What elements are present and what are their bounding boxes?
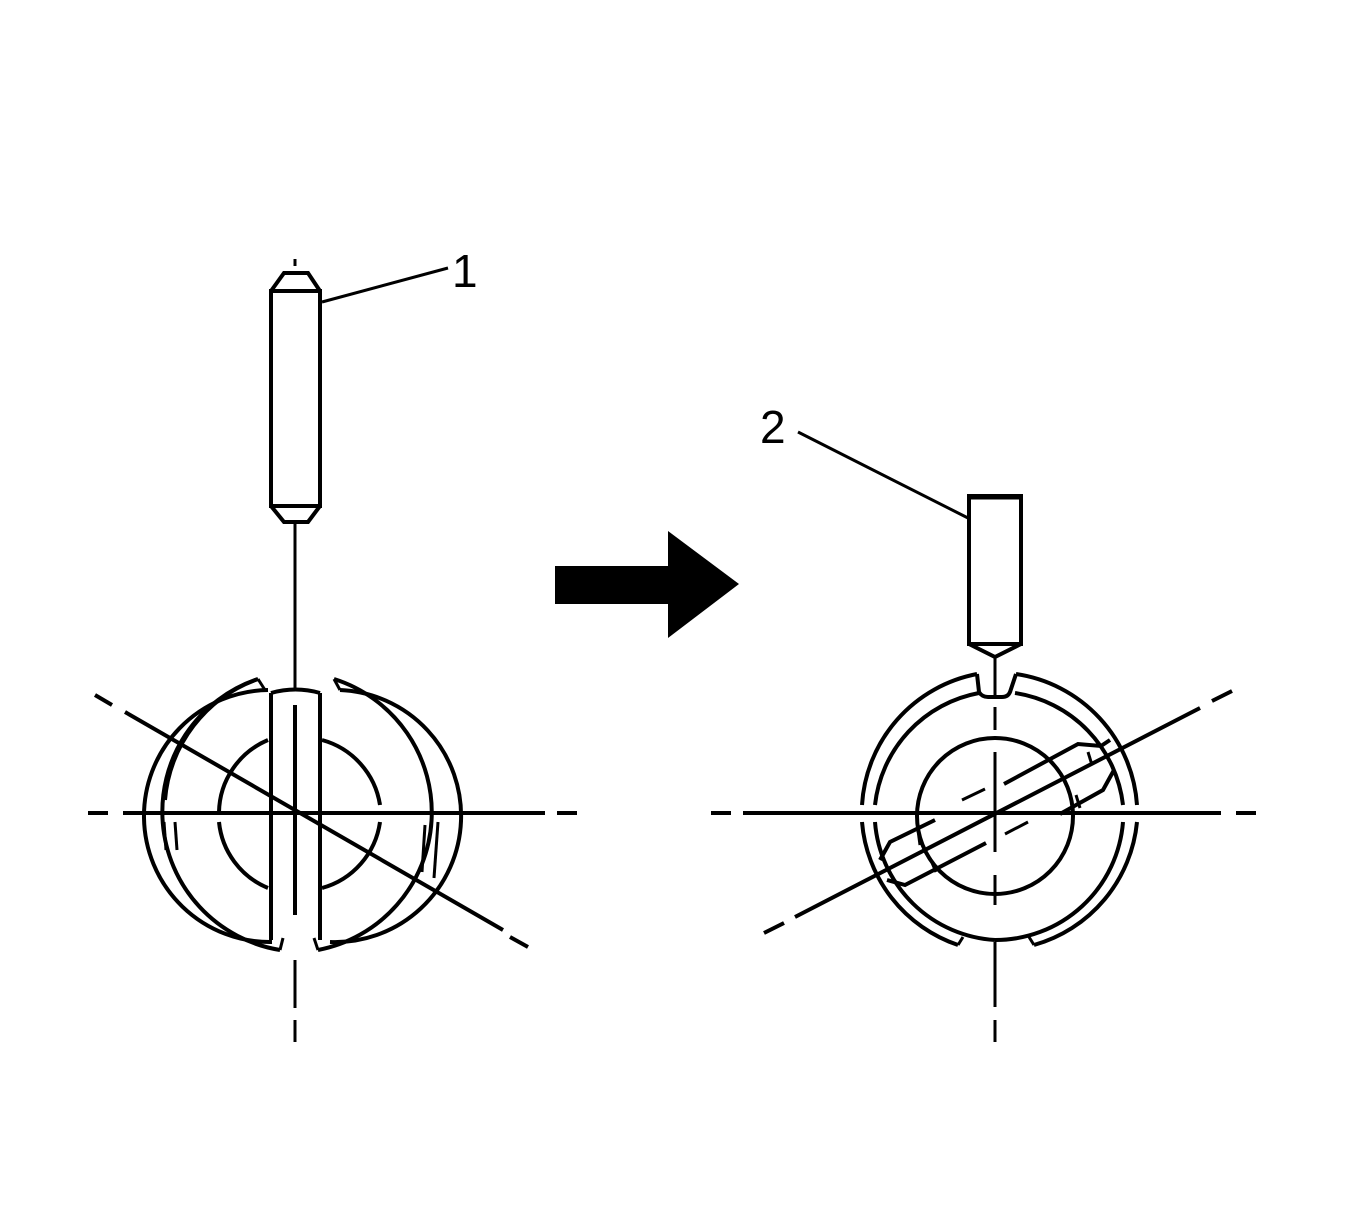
arrow-right-icon (555, 531, 739, 638)
retainer-ring-before (142, 677, 464, 952)
panel-before: 1 (88, 245, 577, 1042)
callout-1-label: 1 (452, 245, 478, 297)
callout-2-label: 2 (760, 401, 786, 453)
callout-1-leader (321, 266, 449, 304)
retainer-ring-after (860, 672, 1139, 947)
panel-after: 2 (711, 401, 1256, 1042)
punch-tool-icon (967, 494, 1023, 697)
spring-pin-icon (269, 259, 322, 524)
callout-2-leader (797, 430, 969, 520)
installed-pin (878, 738, 1116, 888)
